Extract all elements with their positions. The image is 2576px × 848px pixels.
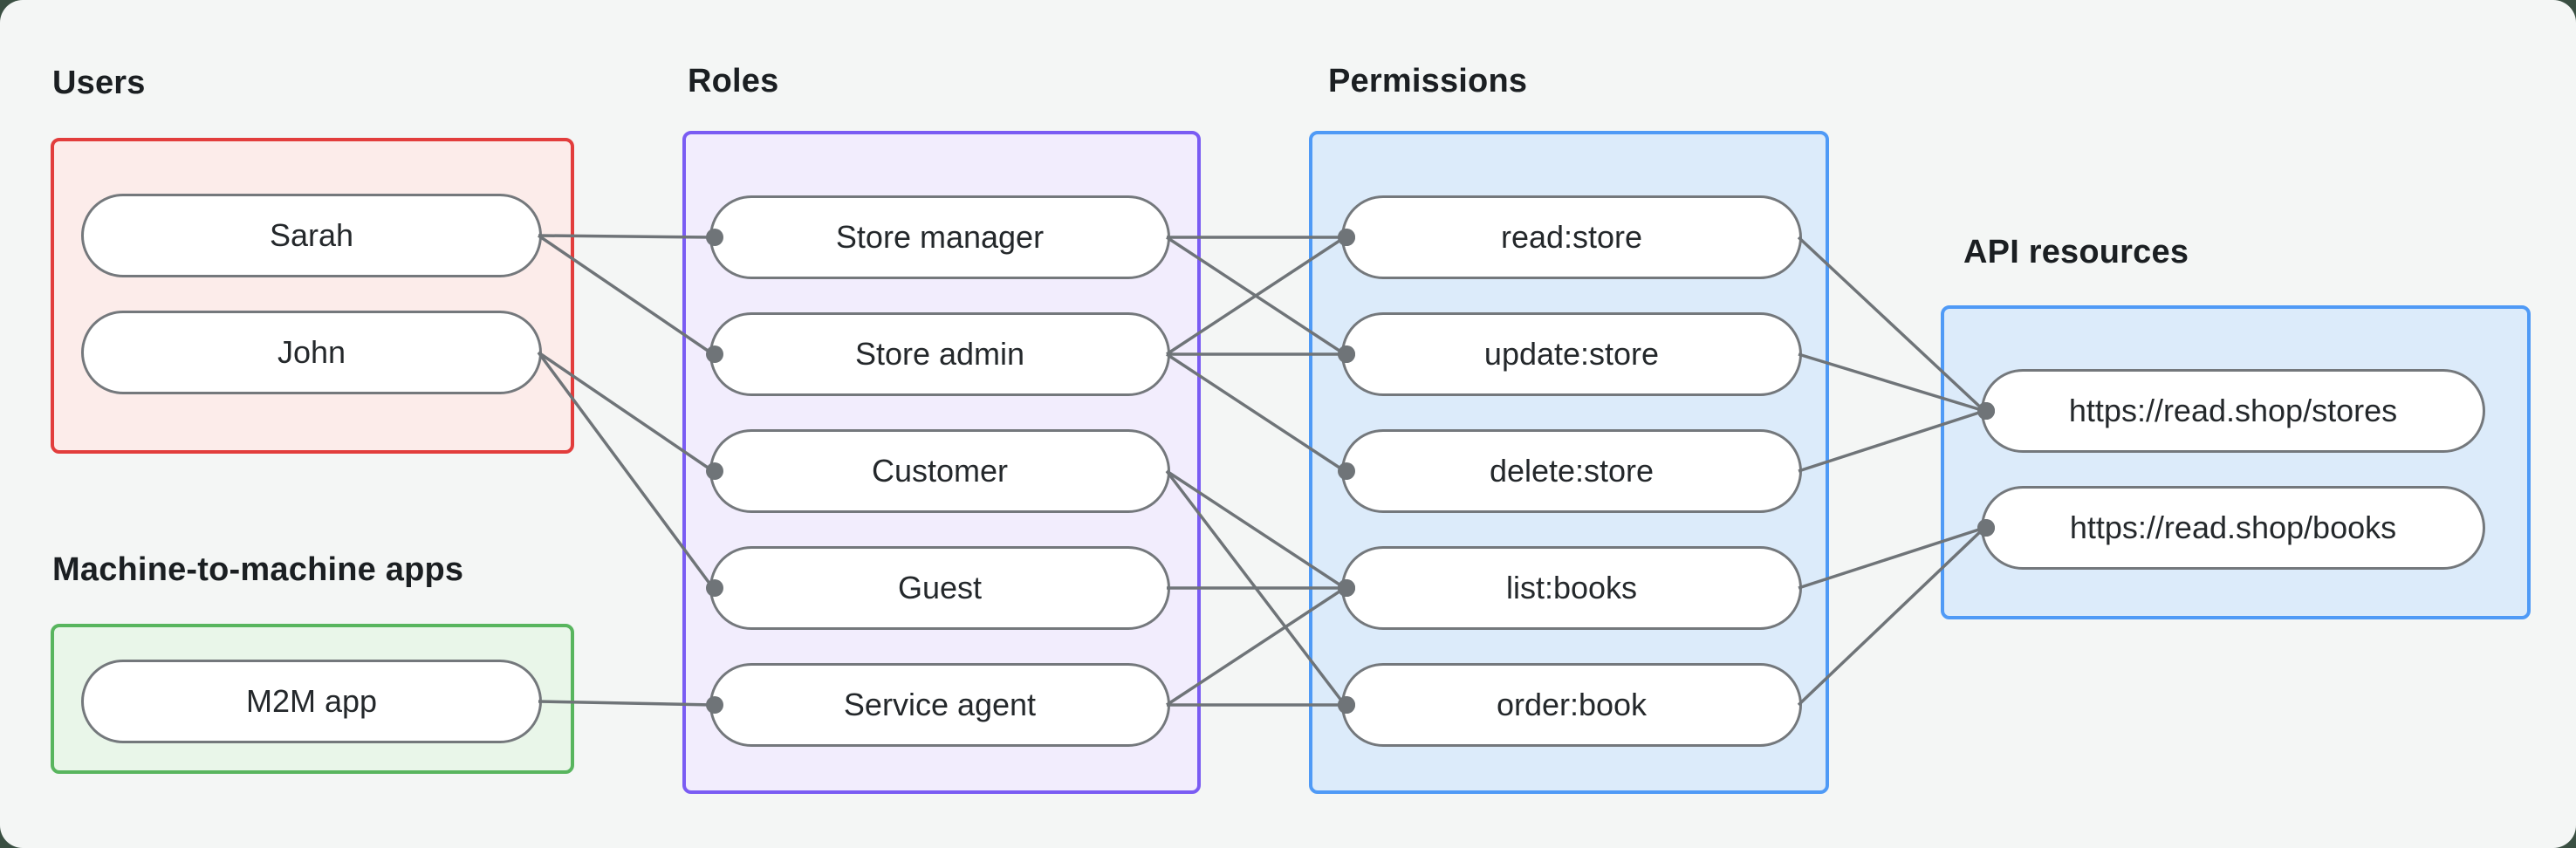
node-delete-store: delete:store: [1341, 429, 1802, 513]
node-books: https://read.shop/books: [1981, 486, 2485, 570]
users-section-title: Users: [52, 65, 146, 101]
node-john: John: [81, 311, 542, 394]
node-read-store: read:store: [1341, 195, 1802, 279]
node-sarah: Sarah: [81, 194, 542, 277]
api-resources-section-title: API resources: [1963, 234, 2189, 270]
node-list-books: list:books: [1341, 546, 1802, 630]
node-m2m-app: M2M app: [81, 660, 542, 743]
permissions-section-title: Permissions: [1328, 63, 1528, 99]
m2m-apps-section-title: Machine-to-machine apps: [52, 551, 464, 588]
node-customer: Customer: [709, 429, 1170, 513]
node-order-book: order:book: [1341, 663, 1802, 747]
node-service-agent: Service agent: [709, 663, 1170, 747]
node-store-manager: Store manager: [709, 195, 1170, 279]
node-store-admin: Store admin: [709, 312, 1170, 396]
api-resources-group-box: [1941, 305, 2531, 619]
roles-section-title: Roles: [688, 63, 779, 99]
node-update-store: update:store: [1341, 312, 1802, 396]
node-stores: https://read.shop/stores: [1981, 369, 2485, 453]
users-group-box: [51, 138, 574, 454]
node-guest: Guest: [709, 546, 1170, 630]
